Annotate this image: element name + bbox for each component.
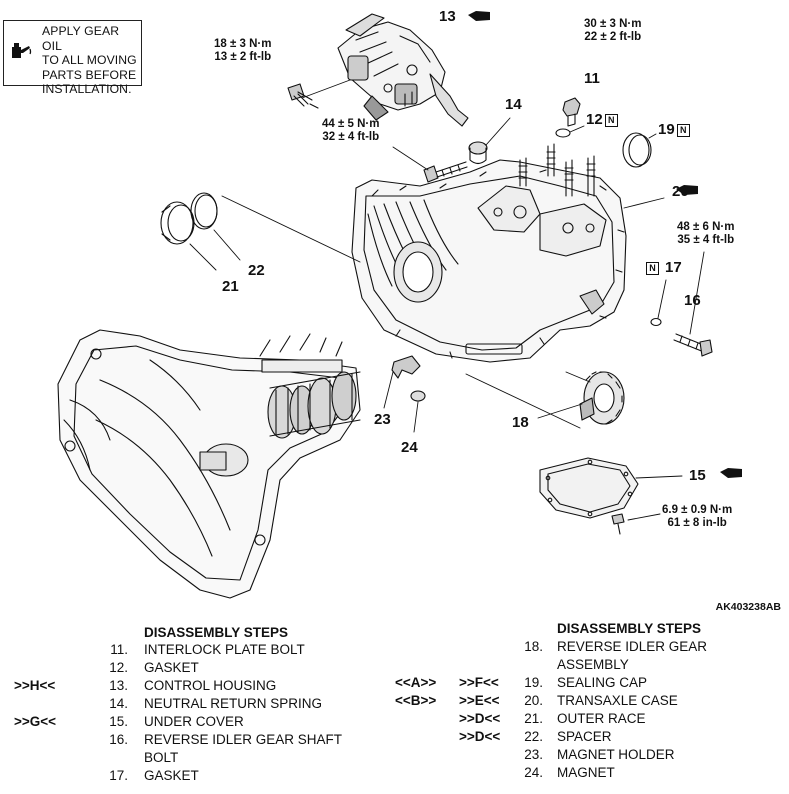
magnet-holder-part	[391, 355, 421, 379]
under-cover-bolt	[611, 513, 625, 535]
magnet-part	[410, 390, 426, 402]
callout-16: 16	[684, 292, 701, 309]
note-line: INSTALLATION.	[42, 82, 132, 96]
callout-23: 23	[374, 411, 391, 428]
step-row: 17.GASKET	[109, 768, 199, 783]
step-row: <<A>>>>F<<19.SEALING CAP	[395, 675, 648, 690]
exploded-view-diagram	[57, 11, 742, 599]
step-row: 12.GASKET	[109, 660, 199, 675]
transaxle-case-part	[351, 143, 627, 363]
grease-tube-icon	[468, 11, 742, 478]
gear-train-part	[259, 333, 361, 439]
step-row: 11.INTERLOCK PLATE BOLT	[110, 642, 305, 657]
interlock-plate-bolt-part	[562, 97, 581, 127]
steps-left-list: 11.INTERLOCK PLATE BOLT 12.GASKET >>H<<1…	[14, 641, 342, 785]
step-row: 16.REVERSE IDLER GEAR SHAFT	[109, 732, 343, 747]
under-cover-part	[539, 457, 639, 519]
callout-14: 14	[505, 96, 522, 113]
note-line: APPLY GEAR OIL	[42, 24, 120, 53]
torque-label-44nm: 44 ± 5 N·m 32 ± 4 ft-lb	[322, 118, 380, 143]
callout-15: 15	[689, 467, 706, 484]
callout-22: 22	[248, 262, 265, 279]
steps-right-list: 18.REVERSE IDLER GEAR ASSEMBLY <<A>>>>F<…	[395, 638, 707, 782]
new-part-mark: N	[604, 114, 618, 127]
callout-18: 18	[512, 414, 529, 431]
step-row: BOLT	[144, 750, 179, 765]
callout-20: 20	[672, 183, 689, 200]
step-row: >>H<<13.CONTROL HOUSING	[14, 678, 277, 693]
callout-21: 21	[222, 278, 239, 295]
neutral-return-spring-part	[468, 141, 488, 165]
step-row: 23.MAGNET HOLDER	[524, 747, 675, 762]
torque-label-30nm: 30 ± 3 N·m 22 ± 2 ft-lb	[584, 18, 642, 43]
reverse-idler-gear-shaft-bolt-part	[673, 333, 713, 357]
step-row: <<B>>>>E<<20.TRANSAXLE CASE	[395, 693, 678, 708]
sealing-cap-part	[622, 132, 652, 168]
torque-label-6-9nm: 6.9 ± 0.9 N·m 61 ± 8 in-lb	[662, 504, 733, 529]
note-line: TO ALL MOVING	[42, 53, 137, 67]
outer-race-part	[160, 201, 195, 245]
step-row: >>D<<22.SPACER	[459, 729, 612, 744]
step-row: >>G<<15.UNDER COVER	[14, 714, 244, 729]
gear-oil-note-text: APPLY GEAR OIL TO ALL MOVING PARTS BEFOR…	[42, 24, 141, 97]
torque-label-48nm: 48 ± 6 N·m 35 ± 4 ft-lb	[677, 221, 735, 246]
gasket-part-12	[555, 128, 571, 138]
steps-left-heading: DISASSEMBLY STEPS	[144, 625, 289, 640]
gasket-part-17	[650, 317, 662, 327]
gear-oil-note: APPLY GEAR OIL TO ALL MOVING PARTS BEFOR…	[3, 20, 142, 96]
step-row: >>D<<21.OUTER RACE	[459, 711, 646, 726]
control-housing-bolt	[287, 83, 313, 107]
torque-label-18nm: 18 ± 3 N·m 13 ± 2 ft-lb	[214, 38, 272, 63]
callout-13: 13	[439, 8, 456, 25]
new-part-mark: N	[646, 262, 659, 275]
step-row: ASSEMBLY	[557, 657, 629, 672]
spacer-part	[190, 192, 218, 230]
reverse-idler-gear-part	[579, 371, 625, 425]
image-code: AK403238AB	[715, 601, 781, 613]
callout-24: 24	[401, 439, 418, 456]
callout-11: 11	[584, 70, 600, 87]
control-housing-part	[337, 13, 469, 127]
step-row: 14.NEUTRAL RETURN SPRING	[109, 696, 323, 711]
steps-right-heading: DISASSEMBLY STEPS	[557, 621, 702, 636]
step-row: 18.REVERSE IDLER GEAR	[524, 639, 708, 654]
oil-can-icon	[12, 43, 32, 58]
step-row: 24.MAGNET	[524, 765, 615, 780]
note-line: PARTS BEFORE	[42, 67, 137, 82]
new-part-mark: N	[676, 124, 690, 137]
